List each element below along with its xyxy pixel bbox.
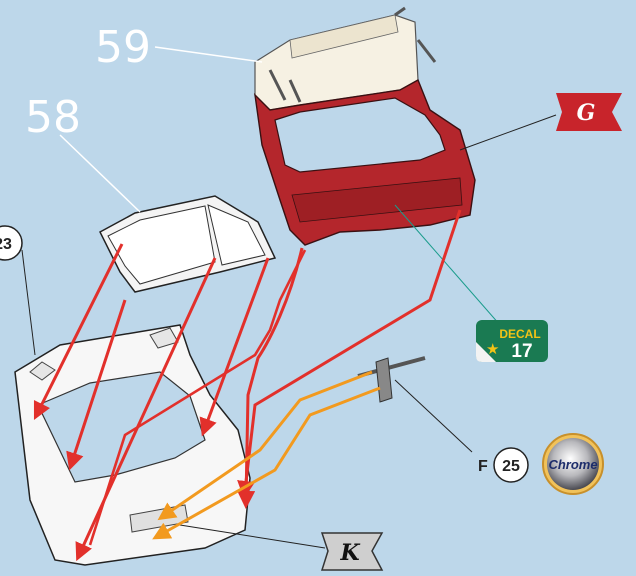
paint-flag-g-letter: G: [577, 100, 596, 126]
decal-badge: ★ DECAL 17: [476, 320, 548, 362]
chrome-emblem-part: [358, 358, 425, 402]
inner-panel-part-23: [15, 325, 250, 565]
tailgate-part-59: [255, 8, 475, 245]
part-number-58: 58: [25, 92, 81, 143]
paint-flag-g: G: [556, 93, 622, 131]
part-number-59: 59: [95, 22, 151, 73]
paint-flag-k-letter: K: [339, 540, 360, 566]
rear-glass-part-58: [100, 196, 275, 292]
decal-star-icon: ★: [486, 340, 499, 358]
paint-number: 25: [502, 458, 520, 475]
part-number-23: 23: [0, 236, 12, 253]
paint-finish-label: Chrome: [548, 457, 597, 472]
decal-label: DECAL: [499, 327, 540, 341]
paint-letter: F: [478, 458, 488, 475]
part-number-23-circle: 23: [0, 226, 22, 260]
paint-callout: F 25 Chrome: [478, 434, 603, 494]
paint-flag-k: K: [322, 533, 382, 570]
decal-number: 17: [511, 341, 532, 362]
